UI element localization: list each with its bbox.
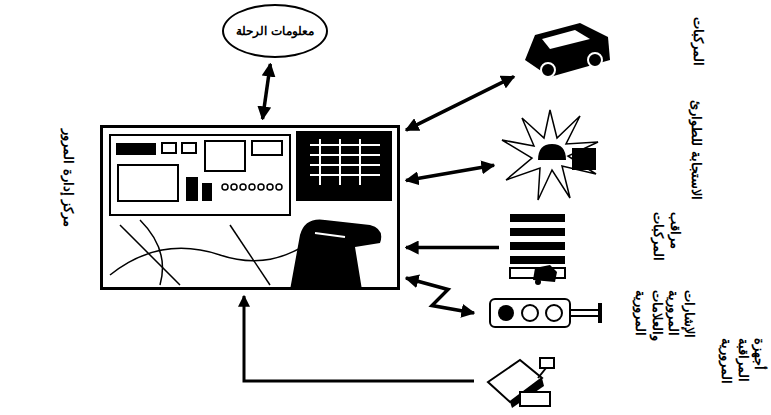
traffic-signal-icon: [480, 293, 605, 333]
connector-arrow: [406, 77, 514, 131]
monitor-devices-node: أجهزة المراقبة المرورية: [480, 352, 560, 410]
vertical-label: المركبات: [690, 17, 706, 66]
connector-arrow: [406, 246, 499, 250]
emergency-light-icon: [500, 108, 600, 203]
vertical-label: مركز إدارة المرور: [60, 129, 76, 227]
console-illustration: [100, 125, 400, 290]
vehicle-detector-icon: [505, 210, 570, 285]
connector-arrow: [263, 64, 271, 119]
connector-arrow: [406, 278, 474, 313]
vehicles-node: المركبات: [520, 15, 615, 85]
vertical-label: مراقب المركبات: [650, 212, 683, 285]
connector-arrow: [406, 165, 494, 180]
info-circle: معلومات الرحلة: [222, 4, 328, 58]
control-center-box: مركز إدارة المرور: [100, 125, 400, 290]
vehicle-monitor-node: مراقب المركبات: [505, 210, 570, 285]
node-label: معلومات الرحلة: [230, 24, 320, 38]
vertical-label: الاستجابة للطوارئ: [688, 100, 704, 200]
vertical-label: الإشارات المرورية والعلامات المرورية: [632, 290, 697, 341]
vehicle-icon: [520, 15, 615, 85]
traffic-signals-node: الإشارات المرورية والعلامات المرورية: [480, 293, 605, 333]
camera-icon: [480, 352, 560, 410]
vertical-label: أجهزة المراقبة المرورية: [718, 338, 767, 410]
emergency-node: الاستجابة للطوارئ: [500, 108, 600, 203]
connector-arrow: [244, 296, 474, 381]
